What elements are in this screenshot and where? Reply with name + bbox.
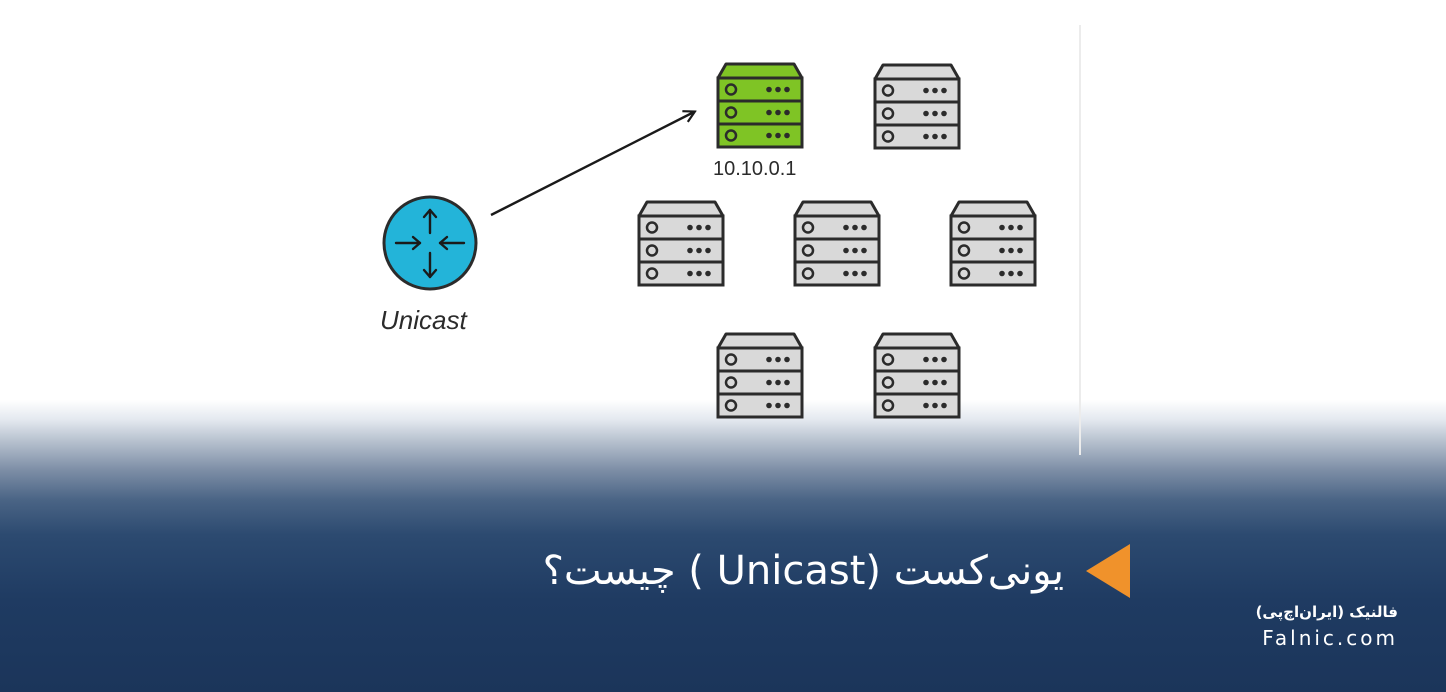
server-icon (949, 200, 1037, 287)
headline: یونی‌کست (Unicast ) چیست؟ (0, 541, 1130, 601)
router-icon (382, 195, 478, 291)
brand-name: فالنیک (ایران‌اچ‌پی) (1255, 603, 1398, 621)
unicast-diagram (382, 62, 1037, 419)
unicast-arrow (490, 112, 694, 217)
server-icon (637, 200, 725, 287)
brand-domain: Falnic.com (1262, 626, 1398, 650)
server-icon (716, 332, 804, 419)
server-icon (793, 200, 881, 287)
server-icon (873, 63, 961, 150)
server-icon (873, 332, 961, 419)
headline-text: یونی‌کست (Unicast ) چیست؟ (542, 548, 1064, 594)
target-ip-label: 10.10.0.1 (713, 158, 797, 180)
vertical-divider (1079, 25, 1081, 455)
router-label: Unicast (380, 305, 467, 335)
server-icon-target (716, 62, 804, 149)
play-icon (1086, 544, 1130, 598)
brand-logo: فالنیک (ایران‌اچ‌پی) Falnic.com (1256, 600, 1398, 652)
